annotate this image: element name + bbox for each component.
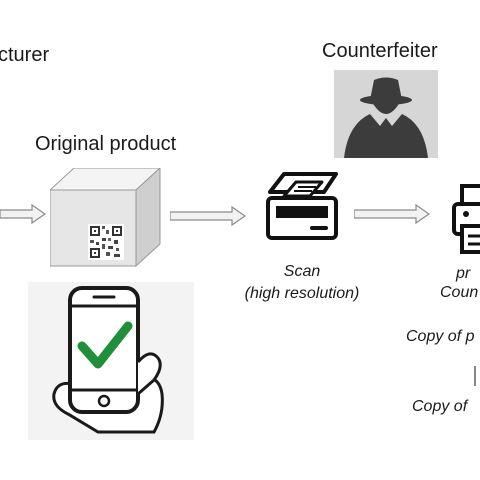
printer-icon bbox=[452, 184, 480, 256]
print-sublabel: Coun bbox=[440, 284, 479, 301]
print-label: pr bbox=[456, 265, 471, 282]
scan-sublabel: (high resolution) bbox=[244, 285, 360, 302]
counterfeiter-label: Counterfeiter bbox=[322, 40, 438, 62]
qr-code-icon bbox=[88, 224, 124, 260]
person-silhouette-icon bbox=[334, 70, 438, 158]
arrow-icon bbox=[0, 204, 46, 224]
scanner-icon bbox=[262, 170, 342, 246]
phone-verification-illustration bbox=[28, 282, 194, 440]
checkmark-icon bbox=[77, 321, 133, 369]
manufacturer-label: cturer bbox=[0, 44, 50, 66]
original-product-label: Original product bbox=[35, 133, 177, 155]
connector-line bbox=[474, 366, 480, 386]
copy-label-2: Copy of bbox=[412, 398, 468, 415]
arrow-icon bbox=[170, 206, 246, 226]
copy-label-1: Copy of p bbox=[406, 328, 475, 345]
scan-label: Scan bbox=[283, 263, 321, 280]
arrow-icon bbox=[354, 204, 430, 224]
